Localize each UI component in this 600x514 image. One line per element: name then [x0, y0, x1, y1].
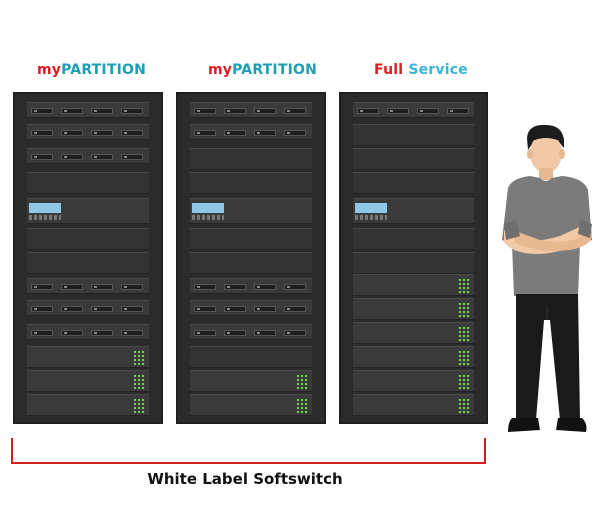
server-unit-display	[27, 198, 149, 224]
server-unit	[190, 324, 312, 340]
person-illustration	[502, 124, 592, 432]
lcd-display-icon	[29, 203, 61, 213]
server-unit	[353, 252, 474, 274]
server-unit	[353, 172, 474, 194]
status-led-icon	[296, 398, 308, 414]
server-unit-leds	[27, 370, 149, 392]
server-unit	[190, 252, 312, 274]
server-unit	[27, 172, 149, 194]
server-rack-1	[13, 92, 163, 424]
status-led-icon	[133, 350, 145, 366]
server-unit	[353, 124, 474, 146]
server-unit	[190, 102, 312, 118]
server-unit	[190, 228, 312, 250]
status-led-icon	[458, 374, 470, 390]
rack-2-label-suffix: PARTITION	[232, 62, 318, 78]
rack-3-label: Full Service	[374, 62, 468, 78]
server-unit	[27, 124, 149, 140]
server-unit-leds	[353, 274, 474, 296]
server-unit	[27, 252, 149, 274]
status-led-icon	[458, 302, 470, 318]
rack-3-label-suffix: Service	[408, 62, 468, 78]
server-unit-leds	[27, 394, 149, 416]
server-unit	[27, 324, 149, 340]
server-unit-leds	[27, 346, 149, 368]
status-led-icon	[458, 326, 470, 342]
rack-3-label-prefix: Full	[374, 62, 409, 78]
server-unit	[353, 148, 474, 170]
server-unit	[190, 346, 312, 368]
caption: White Label Softswitch	[147, 470, 343, 488]
server-unit	[190, 300, 312, 316]
status-led-icon	[458, 278, 470, 294]
server-unit-display	[190, 198, 312, 224]
server-unit	[190, 124, 312, 140]
rack-1-label: myPARTITION	[37, 62, 146, 78]
status-led-icon	[296, 374, 308, 390]
lcd-display-icon	[192, 203, 224, 213]
server-unit	[190, 278, 312, 294]
server-unit	[27, 278, 149, 294]
server-unit	[27, 148, 149, 164]
server-unit-leds	[353, 346, 474, 368]
server-unit-leds	[353, 370, 474, 392]
grouping-bracket	[11, 438, 486, 464]
server-rack-2	[176, 92, 326, 424]
server-unit	[190, 148, 312, 170]
server-rack-3	[339, 92, 488, 424]
status-led-icon	[133, 374, 145, 390]
rack-2-label: myPARTITION	[208, 62, 317, 78]
server-unit-leds	[190, 370, 312, 392]
server-unit	[353, 102, 474, 118]
server-unit	[353, 228, 474, 250]
rack-1-label-prefix: my	[37, 62, 62, 78]
server-unit-leds	[353, 394, 474, 416]
rack-2-label-prefix: my	[208, 62, 233, 78]
server-unit	[190, 172, 312, 194]
server-unit-leds	[353, 322, 474, 344]
server-unit	[27, 300, 149, 316]
server-unit	[27, 102, 149, 118]
status-led-icon	[458, 398, 470, 414]
server-unit-display	[353, 198, 474, 224]
status-led-icon	[133, 398, 145, 414]
server-unit-leds	[353, 298, 474, 320]
server-unit-leds	[190, 394, 312, 416]
server-unit	[27, 228, 149, 250]
status-led-icon	[458, 350, 470, 366]
lcd-display-icon	[355, 203, 387, 213]
rack-1-label-suffix: PARTITION	[61, 62, 147, 78]
